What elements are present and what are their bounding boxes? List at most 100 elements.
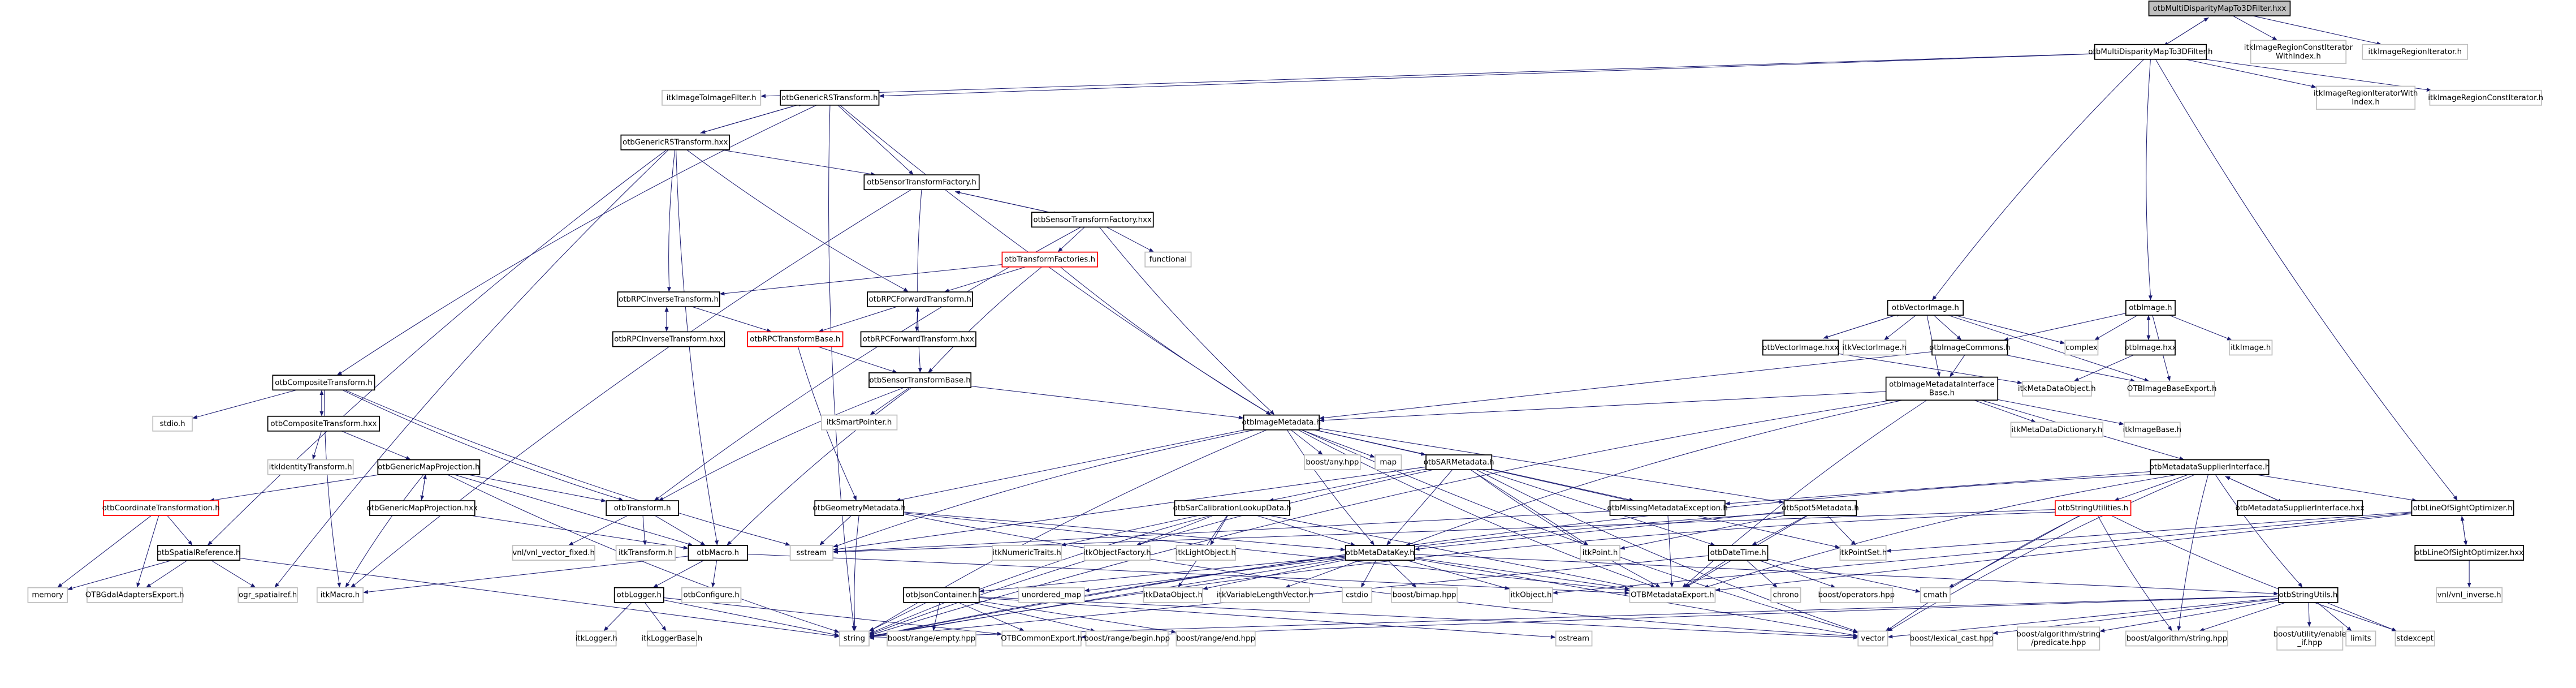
graph-node-geommd[interactable]: otbGeometryMetadata.h [812,500,906,517]
graph-node-rpcinvhxx[interactable]: otbRPCInverseTransform.hxx [612,331,725,347]
arrowhead-gmp-to-gmphxx [420,495,425,501]
arrowhead-grst-to-comp [336,371,342,376]
graph-node-rpcbase[interactable]: otbRPCTransformBase.h [747,331,844,347]
arrowhead-msi-to-strutilities [2113,497,2120,501]
edge-mdkey-to-itkobject [1406,560,1506,588]
graph-node-itkvecimg: itkVectorImage.h [1842,339,1907,356]
graph-node-spatref[interactable]: otbSpatialReference.h [157,545,241,561]
arrowhead-spot5-to-pointset [1851,540,1856,546]
graph-node-json[interactable]: otbJsonContainer.h [903,587,980,603]
graph-node-sarmd[interactable]: otbSARMetadata.h [1424,454,1494,470]
graph-node-rpcfwd[interactable]: otbRPCForwardTransform.h [867,291,973,307]
graph-node-loshxx[interactable]: otbLineOfSightOptimizer.hxx [2414,545,2524,561]
arrowhead-logger-to-itkloggerbase [662,626,667,631]
node-box [1031,212,1154,228]
edge-imgcommons-to-imgbaseexp [2006,354,2131,381]
graph-node-unordered: unordered_map [1018,587,1085,603]
graph-node-strutilities[interactable]: otbStringUtilities.h [2055,500,2132,517]
arrowhead-spot5-to-mdkey [1414,547,1420,551]
graph-node-coordtr[interactable]: otbCoordinateTransformation.h [102,500,220,517]
arrowhead-mdkey-to-mdexport [1624,586,1630,591]
arrowhead-logger-to-itklogger [603,626,609,631]
graph-node-msi[interactable]: otbMetadataSupplierInterface.h [2150,459,2270,475]
graph-node-imd[interactable]: otbImageMetadata.h [1242,414,1321,431]
graph-node-rpcfwdhxx[interactable]: otbRPCForwardTransform.hxx [860,331,976,347]
arrowhead-imd-to-sstream [833,543,839,548]
graph-node-gmp[interactable]: otbGenericMapProjection.h [377,459,481,475]
graph-node-sarcal[interactable]: otbSarCalibrationLookupData.h [1173,500,1291,517]
arrowhead-geommd-to-string [853,626,857,631]
graph-node-dataobj: itkDataObject.h [1143,587,1203,603]
arrowhead-loshxx-to-vnlinv [2467,582,2471,588]
graph-node-stdexcept: stdexcept [2395,630,2435,647]
node-label: Index.h [2352,98,2379,106]
edge-grsthxx-to-rpcfwd [686,149,905,290]
graph-node-mdkey[interactable]: otbMetaDataKey.h [1345,545,1415,561]
graph-node-datetime[interactable]: otbDateTime.h [1708,545,1769,561]
node-label: otbVectorImage.hxx [1762,343,1839,352]
arrowhead-grsthxx-to-spatref [207,540,213,546]
edge-json-to-ostream [979,597,1551,638]
graph-node-lexcast: boost/lexical_cast.hpp [1910,630,1994,647]
arrowhead-sarmd-to-pointset [1835,544,1840,549]
graph-node-strutils[interactable]: otbStringUtils.h [2278,587,2339,603]
graph-node-irci: itkImageRegionConstIterator.h [2428,89,2543,106]
node-label: otbMetaDataKey.h [1346,549,1415,557]
arrowhead-rpcfwdhxx-to-rpcfwd [915,306,920,312]
graph-node-spot5[interactable]: otbSpot5Metadata.h [1782,500,1859,517]
graph-node-gmphxx[interactable]: otbGenericMapProjection.hxx [367,500,478,517]
graph-node-comphxx[interactable]: otbCompositeTransform.hxx [267,415,381,432]
edge-mdh-to-iitif [765,53,2095,97]
arrowhead-strutils-to-vector [1887,634,1893,639]
graph-node-logger[interactable]: otbLogger.h [613,587,664,603]
node-label: otbJsonContainer.h [906,591,977,600]
graph-node-imghxx[interactable]: otbImage.hxx [2124,339,2177,356]
graph-node-vecimghxx[interactable]: otbVectorImage.hxx [1762,339,1839,356]
node-label: itkSmartPointer.h [827,419,892,427]
arrowhead-imghxx-to-mdobj [2073,377,2080,381]
node-label: limits [2350,635,2371,643]
graph-node-map: map [1375,454,1402,470]
graph-node-msihxx[interactable]: otbMetadataSupplierInterface.hxx [2236,500,2365,517]
graph-node-grsthxx[interactable]: otbGenericRSTransform.hxx [620,134,730,150]
graph-node-imgcommons[interactable]: otbImageCommons.h [1929,339,2011,356]
graph-node-root[interactable]: otbMultiDisparityMapTo3DFilter.hxx [2148,1,2291,16]
graph-node-grst[interactable]: otbGenericRSTransform.h [780,89,880,106]
graph-node-img[interactable]: otbImage.h [2125,300,2176,316]
node-label: otbStringUtils.h [2279,591,2337,600]
graph-node-los[interactable]: otbLineOfSightOptimizer.h [2411,500,2514,517]
edge-datetime-to-mdexport [1688,560,1727,586]
edge-msi-to-vector [1891,474,2195,629]
graph-node-vecimg[interactable]: otbVectorImage.h [1887,300,1964,316]
graph-node-rpcinv[interactable]: otbRPCInverseTransform.h [617,291,720,307]
node-label: boost/any.hpp [1306,458,1359,467]
edge-comp-to-stdio [197,389,297,418]
edge-grst-to-comp [340,105,817,373]
graph-node-stbase[interactable]: otbSensorTransformBase.h [868,372,972,388]
edge-img-to-itkimage [2169,315,2228,339]
arrowhead-stfhxx-to-transform [654,496,659,501]
arrowhead-tfac-to-imd [1265,410,1271,415]
graph-node-comp[interactable]: otbCompositeTransform.h [272,375,375,391]
arrowhead-tfac-to-stbase [928,368,933,373]
edge-grsthxx-to-stf [720,149,871,175]
graph-node-missing[interactable]: otbMissingMetadataException.h [1607,500,1728,517]
node-label: otbSarCalibrationLookupData.h [1173,504,1291,513]
graph-node-stf[interactable]: otbSensorTransformFactory.h [863,174,980,191]
edge-strutilities-to-stdexcept [2111,515,2393,630]
node-box [1085,630,1169,647]
edge-sarcal-to-mdkey [1256,515,1351,544]
graph-node-macro[interactable]: otbMacro.h [688,545,748,561]
graph-node-objfactory: itkObjectFactory.h [1083,545,1151,561]
graph-node-mdh[interactable]: otbMultiDisparityMapTo3DFilter.h [2088,44,2212,60]
arrowhead-strutilities-to-algstring [2167,626,2172,631]
node-label: itkVectorImage.h [1842,343,1907,352]
graph-node-stfhxx[interactable]: otbSensorTransformFactory.hxx [1031,212,1154,228]
arrowhead-vecimghxx-to-mdobj [2017,380,2022,385]
arrowhead-los-to-itkobject [1552,590,1558,595]
arrowhead-strutils-to-enableif [2307,622,2311,627]
graph-node-tfac[interactable]: otbTransformFactories.h [1001,251,1098,268]
graph-node-transform[interactable]: otbTransform.h [606,500,679,517]
